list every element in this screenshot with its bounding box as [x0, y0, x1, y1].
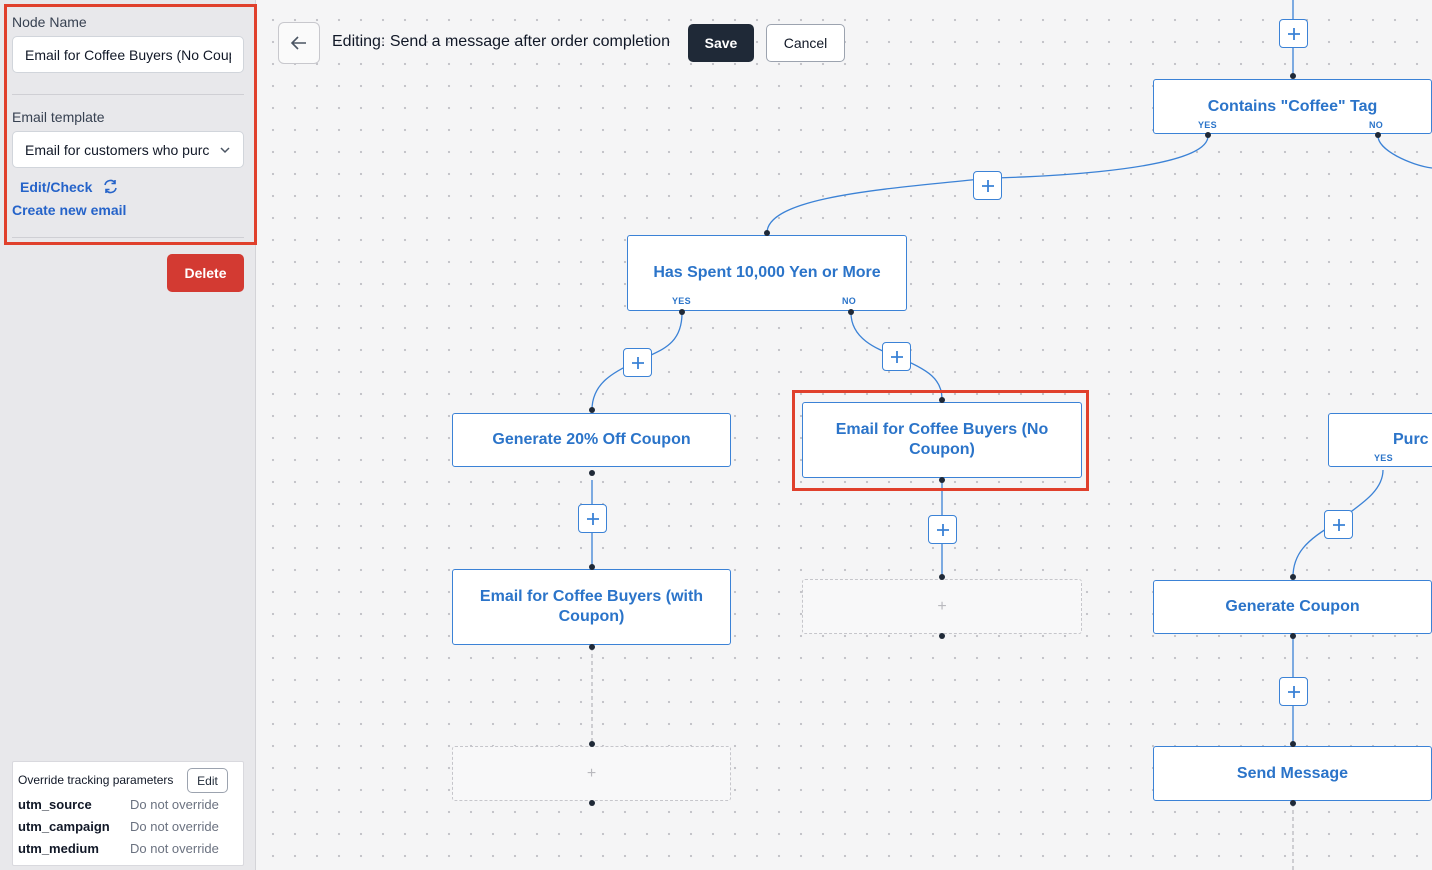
branch-label-yes: YES	[672, 296, 691, 306]
connector-dot	[589, 564, 595, 570]
sidebar-divider-2	[12, 237, 244, 238]
flow-node-generate-coupon[interactable]: Generate Coupon	[1153, 580, 1432, 634]
plus-icon	[586, 512, 599, 525]
flow-node-generate-20-coupon[interactable]: Generate 20% Off Coupon	[452, 413, 731, 467]
connector-dot	[589, 407, 595, 413]
sidebar-divider	[12, 94, 244, 95]
connector-dot	[589, 644, 595, 650]
utm-key: utm_medium	[18, 841, 99, 856]
email-template-label: Email template	[12, 109, 105, 125]
tracking-panel-title: Override tracking parameters	[18, 773, 174, 787]
chevron-down-icon	[220, 146, 230, 153]
utm-key: utm_source	[18, 797, 92, 812]
flow-node-email-with-coupon[interactable]: Email for Coffee Buyers (with Coupon)	[452, 569, 731, 645]
flow-node-spent-10000[interactable]: Has Spent 10,000 Yen or More	[627, 235, 907, 311]
connector-dot	[1290, 633, 1296, 639]
connector-dot	[1290, 73, 1296, 79]
page-title: Editing: Send a message after order comp…	[332, 33, 670, 50]
connector-dot	[589, 741, 595, 747]
connector-dot	[939, 633, 945, 639]
node-settings-sidebar: Node Name Email template Email for custo…	[0, 0, 257, 870]
add-node-button[interactable]	[973, 171, 1002, 200]
node-name-label: Node Name	[12, 14, 87, 30]
empty-node-slot[interactable]: +	[802, 579, 1082, 634]
plus-icon	[1332, 518, 1345, 531]
tracking-parameters-panel: Override tracking parameters Edit utm_so…	[12, 761, 244, 866]
connector-dot	[939, 574, 945, 580]
utm-value: Do not override	[130, 819, 219, 834]
add-node-button[interactable]	[928, 515, 957, 544]
branch-label-no: NO	[842, 296, 857, 306]
plus-icon	[890, 350, 903, 363]
utm-value: Do not override	[130, 797, 219, 812]
add-node-button[interactable]	[1279, 19, 1308, 48]
node-name-input[interactable]	[12, 36, 244, 73]
connector-dot	[589, 800, 595, 806]
branch-label-no: NO	[1369, 120, 1384, 130]
connector-dot	[1375, 132, 1381, 138]
utm-key: utm_campaign	[18, 819, 110, 834]
cancel-button[interactable]: Cancel	[766, 24, 845, 62]
email-template-select[interactable]: Email for customers who purchased coffee	[12, 131, 244, 168]
connector-dot	[848, 309, 854, 315]
add-node-button[interactable]	[623, 348, 652, 377]
plus-icon	[631, 356, 644, 369]
connector-dot	[1290, 800, 1296, 806]
flow-node-send-message[interactable]: Send Message	[1153, 746, 1432, 801]
branch-label-yes: YES	[1198, 120, 1217, 130]
back-button[interactable]	[278, 22, 320, 64]
delete-button[interactable]: Delete	[167, 254, 244, 292]
plus-icon	[1287, 27, 1300, 40]
add-node-button[interactable]	[1324, 510, 1353, 539]
plus-icon	[981, 179, 994, 192]
connector-dot	[939, 397, 945, 403]
flow-node-email-no-coupon[interactable]: Email for Coffee Buyers (No Coupon)	[802, 402, 1082, 478]
arrow-left-icon	[290, 36, 306, 50]
tracking-edit-button[interactable]: Edit	[187, 768, 228, 793]
plus-icon	[936, 523, 949, 536]
connector-dot	[589, 470, 595, 476]
email-template-value: Email for customers who purchased coffee	[25, 141, 210, 158]
connector-dot	[939, 477, 945, 483]
connector-dot	[679, 309, 685, 315]
save-button[interactable]: Save	[688, 24, 754, 62]
edit-check-link[interactable]: Edit/Check	[20, 179, 93, 195]
flow-node-purchase-label: Purc	[1393, 431, 1429, 448]
connector-dot	[1290, 741, 1296, 747]
connector-dot	[1290, 574, 1296, 580]
add-node-button[interactable]	[882, 342, 911, 371]
add-node-button[interactable]	[578, 504, 607, 533]
refresh-icon[interactable]	[102, 178, 119, 195]
flow-node-contains-coffee[interactable]: Contains "Coffee" Tag	[1153, 79, 1432, 134]
connector-dot	[1205, 132, 1211, 138]
create-new-email-link[interactable]: Create new email	[12, 202, 127, 218]
connector-dot	[764, 230, 770, 236]
flow-node-purchase[interactable]: Purc	[1328, 413, 1432, 467]
utm-value: Do not override	[130, 841, 219, 856]
empty-node-slot[interactable]: +	[452, 746, 731, 801]
add-node-button[interactable]	[1279, 677, 1308, 706]
plus-icon	[1287, 685, 1300, 698]
branch-label-yes: YES	[1374, 453, 1393, 463]
